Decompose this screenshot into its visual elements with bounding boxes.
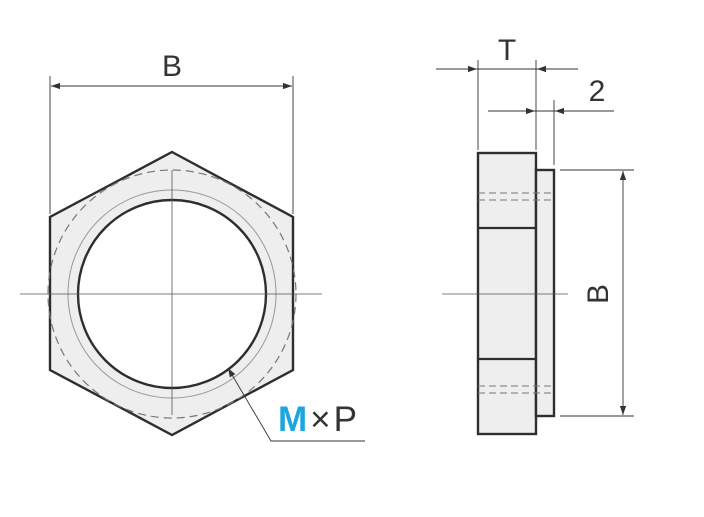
thread-size-letter: M: [278, 400, 307, 439]
thread-callout: M×P: [278, 400, 357, 439]
flange-dimension-label: 2: [589, 75, 606, 108]
front-view: B M×P: [20, 50, 365, 442]
thread-pitch-letter: P: [334, 400, 357, 439]
width-dimension-label: B: [162, 50, 182, 83]
nut-body-side: [476, 151, 538, 436]
thickness-dimension-label: T: [498, 34, 516, 67]
times-sign: ×: [310, 400, 330, 439]
height-dimension-label: B: [582, 284, 615, 304]
thread-callout-leader: [227, 367, 365, 442]
flange-side: [534, 168, 556, 418]
side-view: T 2 B: [436, 34, 634, 436]
